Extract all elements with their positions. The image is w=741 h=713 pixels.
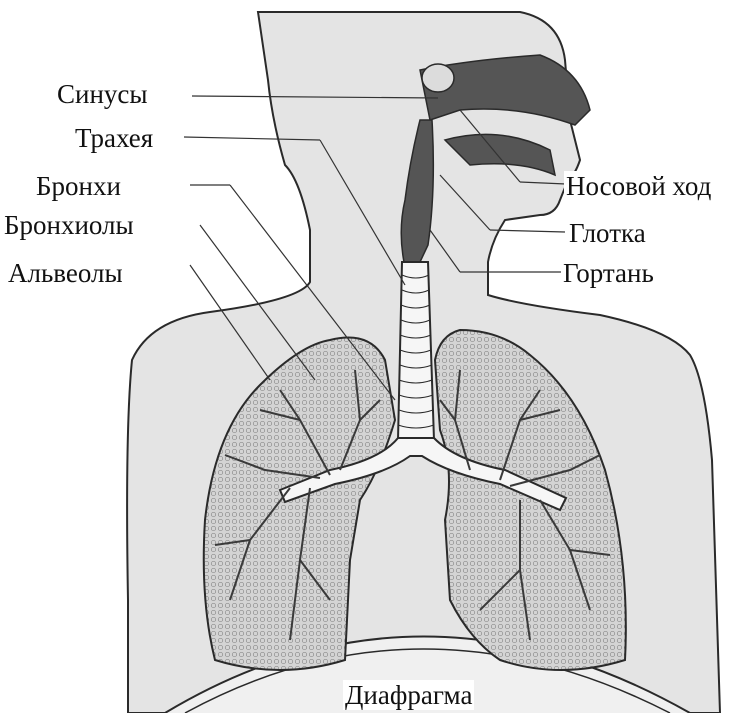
label-alveoli: Альвеолы <box>6 258 125 288</box>
sinus-shape <box>422 64 454 92</box>
label-bronchioles: Бронхиолы <box>2 210 136 240</box>
label-diaphragm: Диафрагма <box>343 680 474 710</box>
label-sinuses: Синусы <box>55 79 150 109</box>
label-larynx: Гортань <box>561 258 656 288</box>
label-trachea: Трахея <box>73 123 155 153</box>
label-pharynx: Глотка <box>567 218 648 248</box>
label-nasal-passage: Носовой ход <box>564 171 713 201</box>
label-bronchi: Бронхи <box>34 171 123 201</box>
